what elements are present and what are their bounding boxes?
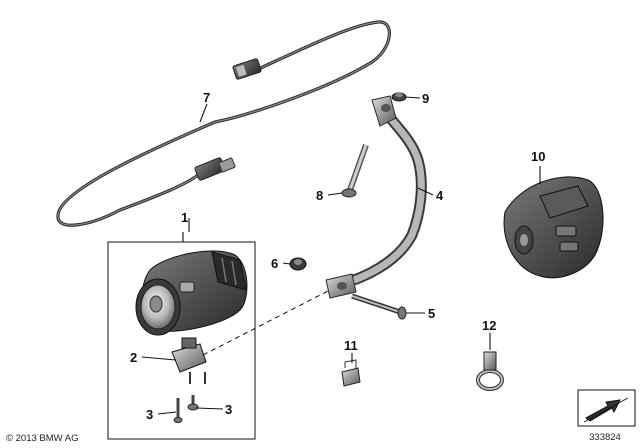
nut [289, 257, 307, 271]
callout-4: 4 [436, 188, 444, 203]
rubber-grommet [391, 92, 407, 102]
callout-2: 2 [130, 350, 137, 365]
copyright: © 2013 BMW AG [6, 433, 78, 444]
callout-12: 12 [482, 318, 496, 333]
pin-bolt [341, 143, 369, 198]
assembly-frame [107, 241, 256, 440]
connector-upper [232, 58, 262, 80]
reference-symbol [577, 389, 636, 427]
screw-pair [173, 395, 199, 423]
callout-9: 9 [422, 91, 429, 106]
connector-lower [194, 157, 236, 181]
screw [351, 293, 407, 320]
callout-11: 11 [344, 338, 358, 353]
callout-8: 8 [316, 188, 323, 203]
callout-10: 10 [531, 149, 545, 164]
callout-1: 1 [181, 210, 188, 225]
headlight-holder [171, 337, 207, 384]
diagram-number: 333824 [589, 432, 621, 443]
callout-3-left: 3 [146, 407, 153, 422]
clip [341, 359, 361, 387]
auxiliary-headlight [135, 250, 248, 336]
callout-5: 5 [428, 306, 435, 321]
hose-clamp [476, 351, 504, 391]
mounting-bracket [325, 95, 427, 299]
callout-3-right: 3 [225, 402, 232, 417]
leader-lines [141, 96, 541, 415]
callout-7: 7 [203, 90, 210, 105]
assembly-axis [202, 289, 331, 356]
handlebar-switch [503, 176, 604, 279]
cable-harness [56, 20, 391, 227]
callout-6: 6 [271, 256, 278, 271]
